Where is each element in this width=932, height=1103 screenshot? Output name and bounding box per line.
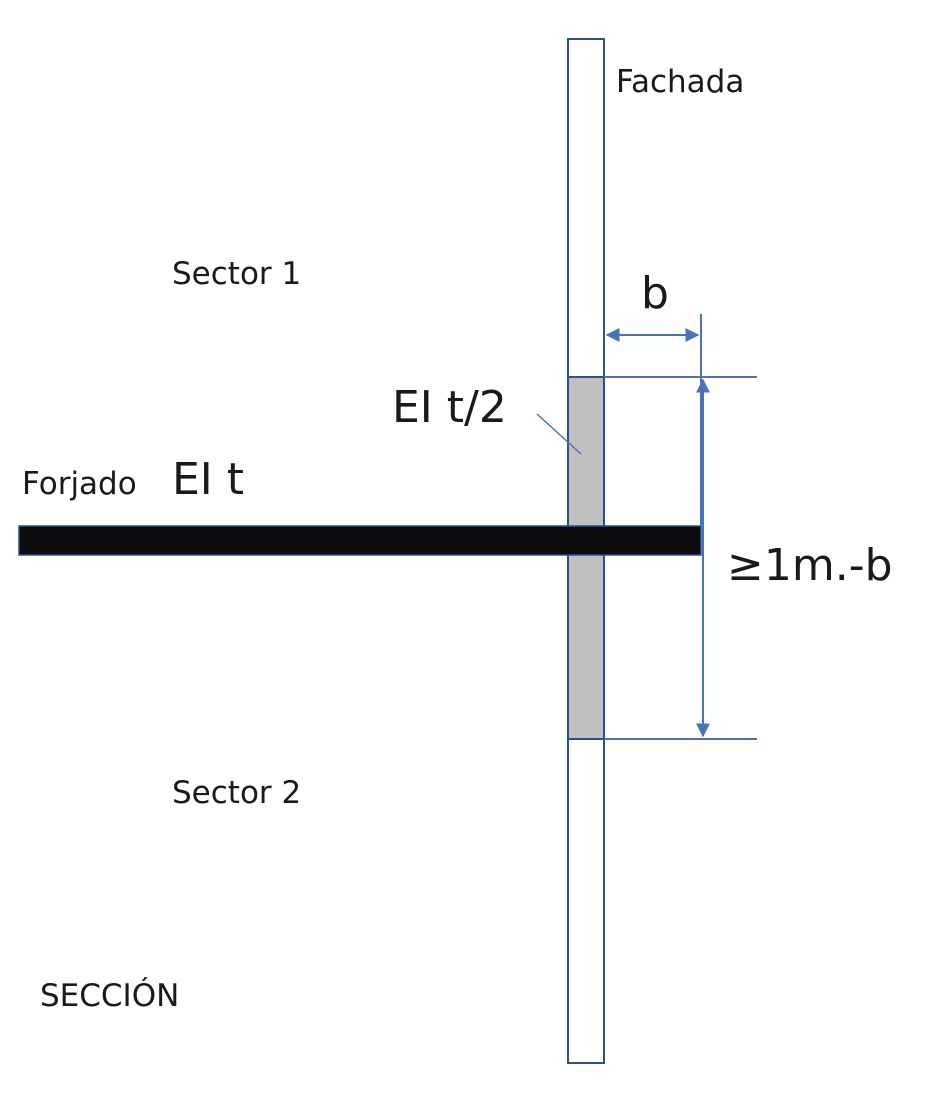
dimension-height-label: ≥1m.-b <box>727 540 893 591</box>
dimension-b-label: b <box>641 268 669 319</box>
seccion-label: SECCIÓN <box>40 977 179 1014</box>
sector-1-label: Sector 1 <box>172 256 301 292</box>
sector-2-label: Sector 2 <box>172 775 301 811</box>
ei-half-label: EI t/2 <box>392 382 507 433</box>
fire-resistant-band <box>569 377 603 739</box>
fachada-label: Fachada <box>616 64 744 100</box>
slab-forjado <box>18 525 702 556</box>
ei-half-leader-line <box>536 413 582 455</box>
forjado-label: Forjado <box>22 466 137 502</box>
ei-t-label: EI t <box>172 454 244 505</box>
